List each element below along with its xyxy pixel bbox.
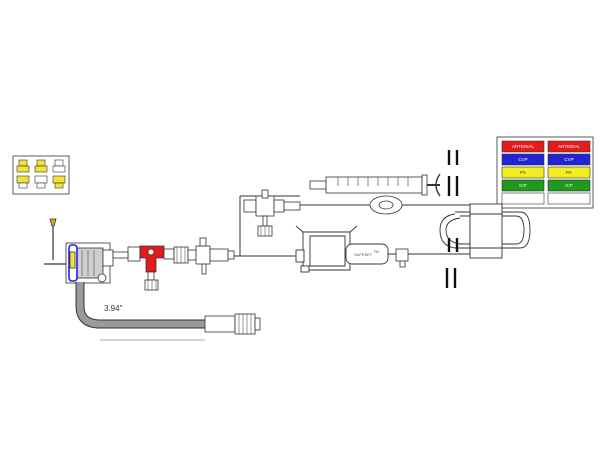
mounting-pole — [44, 218, 66, 265]
legend-label: ARTERIAL — [512, 144, 534, 149]
legend-label: CVP — [518, 157, 527, 162]
legend-swatch-white — [501, 192, 545, 205]
monitor-cable — [75, 282, 261, 335]
connector-caps-box — [12, 155, 70, 195]
pressure-transducer — [295, 225, 389, 273]
legend-label: PA — [520, 170, 526, 175]
red-stopcock — [127, 245, 175, 291]
legend-swatch-white — [547, 192, 591, 205]
syringe — [309, 173, 441, 197]
inline-connectors — [173, 237, 235, 275]
legend-swatch-green — [547, 179, 591, 192]
legend-label: ARTERIAL — [558, 144, 580, 149]
legend-label: ICP — [565, 183, 573, 188]
color-legend: ARTERIAL ARTERIAL CVP CVP PA PA ICP ICP — [496, 136, 594, 209]
legend-swatch-red — [501, 140, 545, 153]
legend-swatch-red — [547, 140, 591, 153]
transducer-trademark: TM — [373, 249, 379, 254]
legend-swatch-blue — [501, 153, 545, 166]
legend-label: ICP — [519, 183, 527, 188]
right-stopcock — [395, 248, 409, 268]
connector-cap-icon — [52, 159, 66, 189]
legend-swatch-yellow — [547, 166, 591, 179]
legend-label: CVP — [564, 157, 573, 162]
transducer-brand-label: SAFESET — [354, 252, 373, 257]
legend-label: PA — [566, 170, 572, 175]
connector-cap-icon — [34, 159, 48, 189]
length-label: 3.94" — [104, 304, 123, 313]
upper-stopcock — [243, 189, 301, 237]
connector-cap-icon — [16, 159, 30, 189]
coiled-tubing-loop — [439, 203, 531, 259]
flush-valve — [369, 195, 403, 215]
legend-swatch-blue — [547, 153, 591, 166]
transducer-holder — [65, 242, 129, 284]
legend-swatch-yellow — [501, 166, 545, 179]
legend-swatch-green — [501, 179, 545, 192]
break-marks — [445, 150, 459, 288]
